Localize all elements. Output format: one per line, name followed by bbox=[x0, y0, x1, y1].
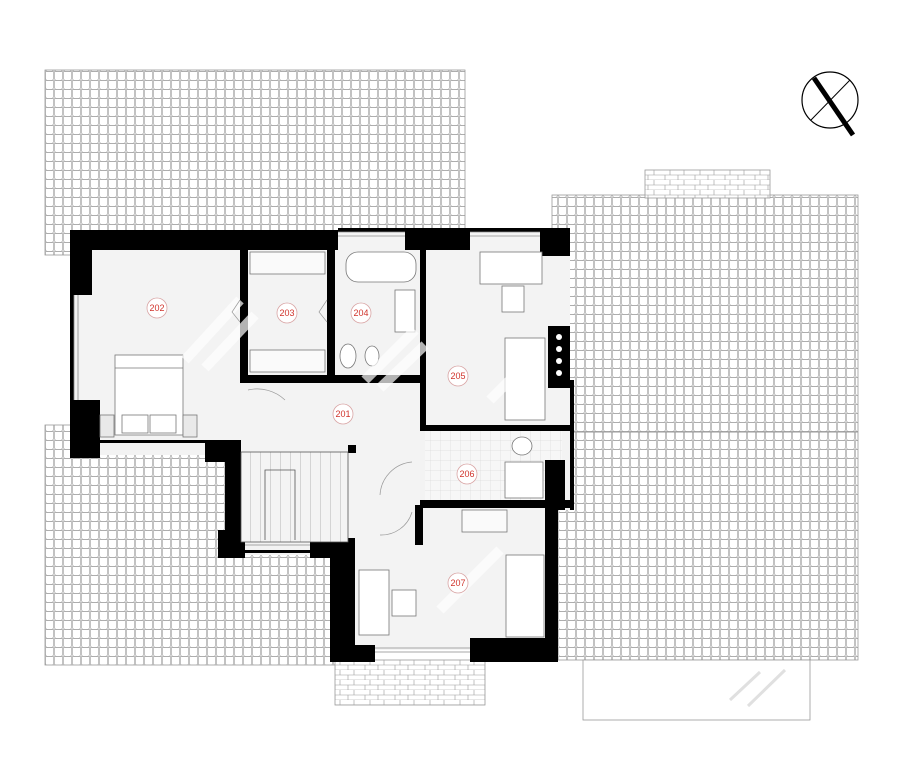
svg-text:206: 206 bbox=[459, 469, 474, 479]
svg-text:207: 207 bbox=[450, 578, 465, 588]
room-label-207: 207 bbox=[447, 572, 469, 594]
staircase bbox=[240, 451, 349, 543]
roof-right bbox=[551, 194, 859, 661]
room-label-203: 203 bbox=[276, 302, 298, 324]
room-label-206: 206 bbox=[456, 463, 478, 485]
room-label-202: 202 bbox=[146, 297, 168, 319]
glass-highlights bbox=[181, 296, 544, 614]
room-labels: 201 202 203 204 205 206 207 bbox=[146, 297, 478, 594]
svg-text:204: 204 bbox=[353, 308, 368, 318]
svg-text:202: 202 bbox=[149, 303, 164, 313]
compass-north-arrow-icon bbox=[801, 71, 859, 137]
doors bbox=[231, 299, 413, 536]
windows bbox=[73, 231, 540, 653]
chimney-top bbox=[644, 169, 771, 199]
walls bbox=[70, 228, 574, 662]
room-label-201: 201 bbox=[332, 403, 354, 425]
roof-areas bbox=[44, 69, 859, 721]
svg-text:205: 205 bbox=[450, 371, 465, 381]
wall-fixture bbox=[556, 334, 562, 376]
room-label-204: 204 bbox=[350, 302, 372, 324]
svg-text:201: 201 bbox=[335, 409, 350, 419]
svg-text:203: 203 bbox=[279, 308, 294, 318]
room-label-205: 205 bbox=[447, 365, 469, 387]
chimney-bottom bbox=[334, 659, 486, 706]
terrace-bottom-right bbox=[582, 659, 811, 721]
bathtub bbox=[345, 251, 417, 283]
roof-top-left bbox=[44, 69, 466, 256]
